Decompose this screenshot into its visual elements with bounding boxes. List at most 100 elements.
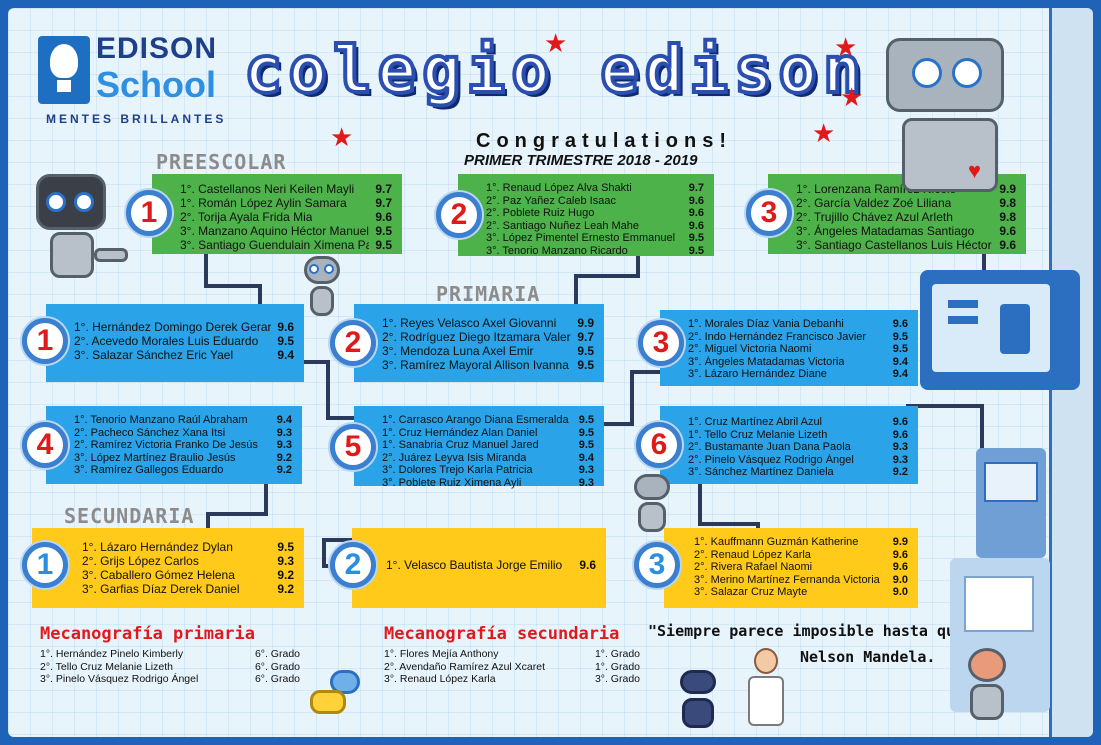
student-score: 9.5 — [892, 343, 908, 355]
student-score: 9.4 — [892, 368, 908, 380]
typing-grade: 6°. Grado — [254, 673, 300, 685]
student-score: 9.6 — [999, 224, 1016, 238]
student-score: 9.6 — [688, 207, 704, 219]
student-score: 9.7 — [375, 182, 392, 196]
poster: EDISON School MENTES BRILLANTES colegio … — [8, 8, 1093, 737]
student-name: 1°. Velasco Bautista Jorge Emilio — [386, 558, 563, 572]
typing-student-name: 3°. Renaud López Karla — [384, 673, 496, 685]
student-score: 9.6 — [892, 548, 908, 561]
typing-row: 3°. Pinelo Vásquez Rodrigo Ángel 6°. Grad… — [40, 673, 300, 686]
student-name: 2°. Grijs López Carlos — [82, 554, 199, 568]
student-score: 9.2 — [277, 582, 294, 596]
student-score: 9.6 — [579, 558, 596, 572]
student-name: 3°. Ángeles Matadamas Santiago — [796, 224, 975, 238]
student-name: 2°. Bustamante Juan Dana Paola — [688, 441, 851, 453]
logo-school-text: School — [96, 64, 217, 105]
student-score: 9.5 — [578, 414, 594, 426]
student-score: 9.5 — [688, 232, 704, 244]
student-score: 9.7 — [375, 196, 392, 210]
student-name: 2°. Indo Hernández Francisco Javier — [688, 330, 867, 343]
student-name: 3°. Ángeles Matadamas Victoria — [688, 355, 845, 368]
student-score: 9.6 — [375, 210, 392, 224]
term-subtitle: PRIMER TRIMESTRE 2018 - 2019 — [464, 152, 698, 169]
student-row: 1°. Sanabria Cruz Manuel Jared 9.5 — [382, 439, 594, 452]
quote-author: Nelson Mandela. — [800, 648, 936, 666]
student-name: 2°. Renaud López Karla — [694, 548, 811, 561]
star-icon: ★ — [834, 32, 858, 62]
typing-grade: 1°. Grado — [594, 648, 640, 660]
student-name: 1°. Castellanos Neri Keilen Mayli — [180, 182, 355, 196]
student-row: 3°. López Pimentel Ernesto Emmanuel 9.5 — [486, 232, 704, 245]
star-icon: ★ — [840, 82, 864, 112]
student-score: 9.5 — [277, 540, 294, 554]
student-score: 9.4 — [277, 348, 294, 362]
robot-icon — [292, 254, 352, 340]
student-name: 3°. Salazar Cruz Mayte — [694, 586, 808, 598]
grade-badge: 6 — [636, 422, 682, 468]
student-name: 3°. Poblete Ruiz Ximena Ayli — [382, 476, 522, 489]
student-name: 1°. Sanabria Cruz Manuel Jared — [382, 439, 539, 451]
typing-row: 3°. Renaud López Karla 3°. Grado — [384, 673, 640, 686]
student-name: 2°. Paz Yañez Caleb Isaac — [486, 194, 616, 207]
student-score: 9.8 — [999, 210, 1016, 224]
lightbulb-logo-icon — [38, 36, 90, 104]
student-name: 2°. Acevedo Morales Luis Eduardo — [74, 334, 259, 348]
scientist-icon — [744, 648, 790, 734]
student-score: 9.3 — [892, 453, 908, 466]
student-score: 9.6 — [892, 561, 908, 573]
student-name: 2°. Torija Ayala Frida Mia — [180, 210, 313, 224]
student-name: 1°. Tello Cruz Melanie Lizeth — [688, 428, 828, 441]
student-name: 2°. Poblete Ruiz Hugo — [486, 207, 595, 219]
student-score: 9.4 — [892, 355, 908, 368]
star-icon: ★ — [330, 122, 354, 152]
student-score: 9.0 — [892, 586, 908, 598]
typing-grade: 3°. Grado — [594, 673, 640, 685]
student-row: 2°. Torija Ayala Frida Mia 9.6 — [180, 210, 392, 224]
typing-grade: 6°. Grado — [254, 660, 300, 673]
robot-icon — [624, 472, 680, 538]
student-name: 1°. Carrasco Arango Diana Esmeralda — [382, 414, 569, 426]
robot-icon: ♥ — [872, 8, 1072, 198]
star-icon: ★ — [812, 118, 836, 148]
logo-edison-text: EDISON — [96, 32, 218, 65]
grade-badge: 2 — [436, 192, 482, 238]
student-score: 9.9 — [999, 182, 1016, 196]
grade-badge: 3 — [638, 320, 684, 366]
quote-block: "Siempre parece imposible hasta que se h… — [648, 618, 1068, 670]
student-name: 3°. Sánchez Martínez Daniela — [688, 466, 834, 478]
student-score: 9.3 — [276, 426, 292, 439]
student-name: 1°. Renaud López Alva Shakti — [486, 182, 632, 194]
student-name: 3°. López Pimentel Ernesto Emmanuel — [486, 232, 676, 244]
typing-student-name: 2°. Avendaño Ramírez Azul Xcaret — [384, 660, 546, 673]
secundaria-box-2: 1°. Velasco Bautista Jorge Emilio 9.6 — [352, 528, 606, 608]
student-name: 3°. Tenorio Manzano Ricardo — [486, 244, 628, 257]
student-score: 9.5 — [578, 439, 594, 451]
student-name: 2°. García Valdez Zoé Liliana — [796, 196, 952, 210]
grade-badge: 3 — [634, 542, 680, 588]
student-name: 2°. Juárez Leyva Isis Miranda — [382, 451, 527, 464]
student-score: 9.6 — [892, 416, 908, 428]
typing-student-name: 3°. Pinelo Vásquez Rodrigo Ángel — [40, 673, 199, 685]
student-score: 9.2 — [892, 466, 908, 478]
student-row: 3°. Sánchez Martínez Daniela 9.2 — [688, 466, 908, 479]
student-score: 9.5 — [688, 244, 704, 257]
student-score: 9.2 — [276, 464, 292, 476]
student-score: 9.2 — [277, 568, 294, 582]
robot-icon — [676, 668, 720, 732]
